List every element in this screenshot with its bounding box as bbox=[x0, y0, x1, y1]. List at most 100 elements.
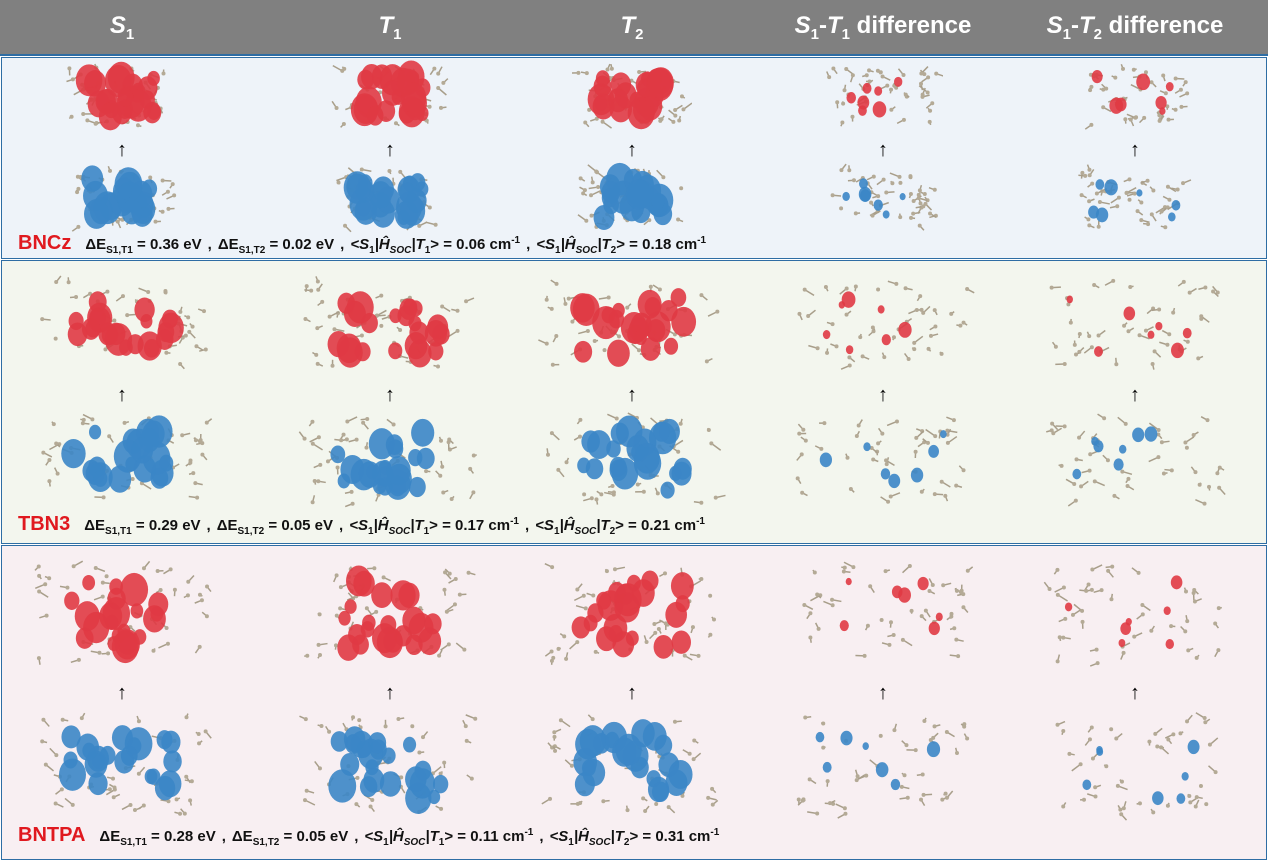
orbital-lobe bbox=[1115, 97, 1127, 112]
orbital-lobe bbox=[352, 634, 369, 655]
orbital-lobe bbox=[380, 615, 397, 635]
orbital-lobe bbox=[928, 444, 939, 458]
orbital-lobe bbox=[360, 621, 375, 638]
orbital-cell-tbn3-2: ↑ bbox=[517, 270, 747, 520]
orbital-lobe bbox=[610, 72, 632, 97]
orbital-lobe bbox=[99, 745, 116, 765]
arrow-up-icon: ↑ bbox=[878, 139, 888, 161]
orbital-lobe bbox=[343, 726, 366, 752]
orbital-lobe bbox=[615, 733, 642, 766]
hole-density bbox=[1020, 407, 1250, 520]
orbital-lobe bbox=[890, 778, 901, 791]
orbital-lobe bbox=[822, 330, 831, 340]
orbital-lobe bbox=[1113, 458, 1124, 471]
orbital-lobe bbox=[894, 76, 903, 87]
orbital-lobe bbox=[82, 575, 96, 591]
particle-density bbox=[768, 553, 998, 681]
orbital-lobe bbox=[1171, 342, 1184, 359]
orbital-lobe bbox=[880, 468, 891, 480]
header-col-1: T1 bbox=[378, 12, 402, 43]
orbital-lobe bbox=[647, 67, 674, 99]
orbital-lobe bbox=[1095, 207, 1109, 223]
hole-density bbox=[1020, 162, 1250, 240]
orbital-lobe bbox=[88, 772, 108, 796]
orbital-lobe bbox=[379, 771, 402, 797]
orbital-lobe bbox=[143, 605, 166, 633]
orbital-lobe bbox=[1187, 739, 1200, 755]
arrow-up-icon: ↑ bbox=[117, 384, 127, 406]
orbital-lobe bbox=[381, 747, 396, 764]
orbital-lobe bbox=[839, 620, 849, 632]
orbital-lobe bbox=[1066, 295, 1073, 304]
orbital-lobe bbox=[611, 457, 639, 490]
orbital-lobe bbox=[432, 774, 449, 794]
hole-density bbox=[7, 407, 237, 520]
molecule-name: TBN3 bbox=[18, 513, 71, 535]
orbital-lobe bbox=[74, 601, 100, 632]
hole-density bbox=[517, 705, 747, 833]
orbital-lobe bbox=[1165, 639, 1174, 650]
orbital-lobe bbox=[891, 585, 903, 599]
orbital-lobe bbox=[601, 188, 618, 208]
orbital-lobe bbox=[114, 629, 140, 660]
orbital-lobe bbox=[637, 289, 662, 319]
particle-density bbox=[1020, 553, 1250, 681]
orbital-lobe bbox=[63, 751, 78, 769]
arrow-up-icon: ↑ bbox=[1130, 384, 1140, 406]
orbital-lobe bbox=[862, 742, 869, 750]
orbital-lobe bbox=[1132, 427, 1145, 443]
orbital-lobe bbox=[330, 731, 348, 752]
orbital-lobe bbox=[120, 572, 149, 607]
orbital-lobe bbox=[660, 481, 675, 499]
orbital-lobe bbox=[592, 93, 615, 120]
particle-density bbox=[7, 553, 237, 681]
orbital-lobe bbox=[859, 178, 868, 190]
orbital-lobe bbox=[845, 577, 852, 586]
orbital-lobe bbox=[118, 183, 132, 200]
orbital-lobe bbox=[634, 330, 647, 346]
orbital-lobe bbox=[1155, 321, 1163, 331]
orbital-lobe bbox=[354, 342, 371, 362]
orbital-lobe bbox=[642, 722, 667, 751]
orbital-lobe bbox=[1136, 189, 1143, 197]
orbital-lobe bbox=[877, 305, 885, 314]
orbital-lobe bbox=[653, 421, 670, 442]
orbital-lobe bbox=[1082, 779, 1092, 791]
orbital-lobe bbox=[131, 437, 154, 464]
header-col-2: T2 bbox=[620, 12, 644, 43]
hole-density bbox=[1020, 705, 1250, 833]
orbital-lobe bbox=[400, 82, 427, 114]
orbital-lobe bbox=[1163, 606, 1171, 615]
orbital-lobe bbox=[424, 613, 442, 635]
orbital-lobe bbox=[571, 616, 591, 639]
orbital-lobe bbox=[371, 582, 393, 609]
arrow-up-icon: ↑ bbox=[385, 682, 395, 704]
orbital-lobe bbox=[75, 627, 94, 649]
orbital-lobe bbox=[607, 339, 630, 367]
orbital-lobe bbox=[408, 476, 426, 498]
orbital-lobe bbox=[615, 415, 643, 448]
orbital-lobe bbox=[670, 572, 694, 600]
arrow-up-icon: ↑ bbox=[627, 682, 637, 704]
orbital-lobe bbox=[121, 199, 142, 225]
molecule-name: BNTPA bbox=[18, 824, 86, 846]
orbital-lobe bbox=[67, 322, 88, 347]
hole-density bbox=[275, 162, 505, 240]
arrow-up-icon: ↑ bbox=[385, 139, 395, 161]
orbital-lobe bbox=[107, 636, 120, 652]
arrow-up-icon: ↑ bbox=[117, 682, 127, 704]
orbital-lobe bbox=[608, 625, 623, 642]
orbital-cell-tbn3-4: ↑ bbox=[1020, 270, 1250, 520]
orbital-lobe bbox=[881, 334, 891, 346]
orbital-lobe bbox=[158, 312, 184, 344]
orbital-lobe bbox=[1072, 468, 1082, 480]
orbital-lobe bbox=[328, 769, 357, 803]
orbital-lobe bbox=[130, 603, 144, 619]
orbital-lobe bbox=[841, 291, 856, 308]
orbital-cell-bncz-2: ↑ bbox=[517, 60, 747, 240]
orbital-lobe bbox=[399, 298, 418, 320]
orbital-cell-tbn3-3: ↑ bbox=[768, 270, 998, 520]
orbital-lobe bbox=[873, 199, 883, 211]
orbital-lobe bbox=[416, 447, 435, 470]
